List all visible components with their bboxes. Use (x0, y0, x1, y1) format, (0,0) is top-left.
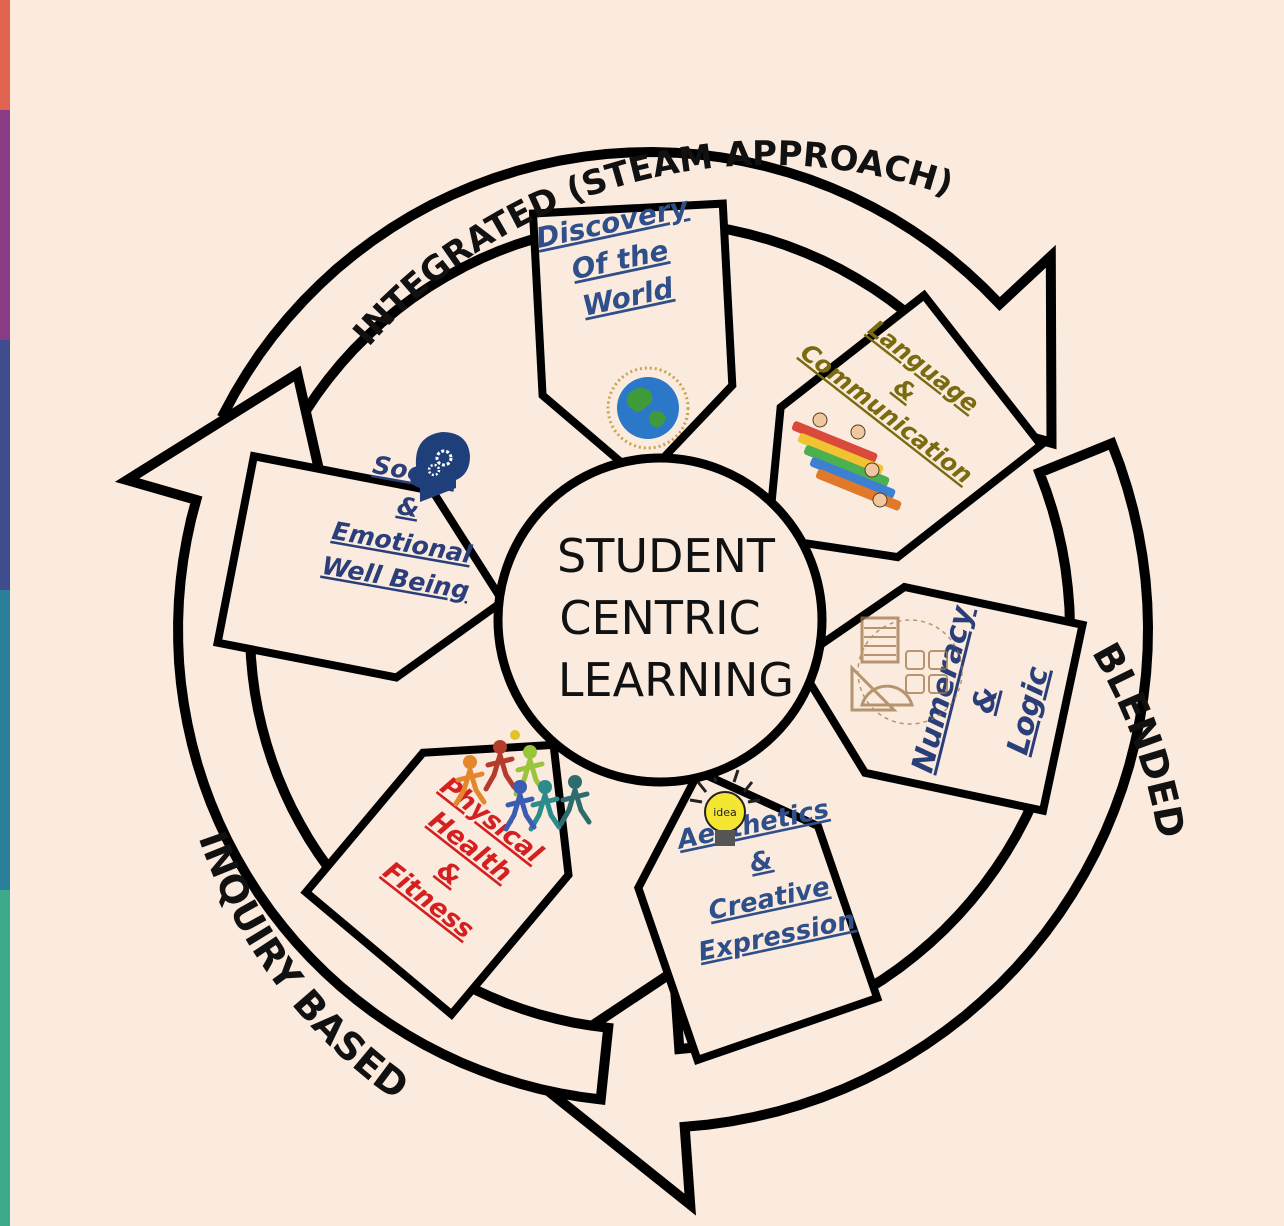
petal-shape (528, 199, 737, 486)
child-head (812, 412, 828, 428)
globe-icon (606, 366, 690, 450)
bulb-ray (732, 769, 740, 783)
strip-band (0, 0, 10, 110)
strip-band (0, 110, 10, 340)
petal-shape (300, 740, 573, 1020)
athlete-head (493, 740, 507, 754)
petal-numeracy: Numeracy&Logic (791, 582, 1088, 816)
petal-language: Language&Communication (763, 289, 1047, 562)
globe-land (626, 387, 666, 427)
math-symbol (905, 650, 925, 670)
athlete-head (538, 780, 552, 794)
book (797, 433, 884, 475)
petal-shape (633, 766, 883, 1066)
strip-band (0, 890, 10, 1226)
book (791, 421, 878, 463)
math-symbol (928, 650, 948, 670)
ball (510, 730, 520, 740)
children-books-icon (791, 412, 902, 511)
head-gears-icon (410, 432, 470, 502)
math-tools-icon (850, 616, 963, 725)
center-line-1: STUDENT (557, 529, 776, 583)
center-hub: STUDENT CENTRIC LEARNING (493, 453, 827, 787)
athlete-body (483, 752, 517, 792)
athlete-body (453, 767, 487, 807)
child-head (864, 462, 880, 478)
globe-sphere (617, 377, 679, 439)
bulb-ray (747, 798, 761, 804)
bulb-base (715, 830, 735, 846)
math-symbol (928, 674, 948, 694)
strip-band (0, 590, 10, 890)
center-circle (493, 453, 827, 787)
book (809, 457, 896, 499)
athlete-body (558, 787, 592, 827)
bulb-ray (742, 781, 754, 793)
globe-ring (606, 366, 690, 450)
protractor (860, 684, 914, 707)
bulb-ray (689, 798, 703, 804)
gear (427, 463, 441, 477)
dashed-ring (857, 619, 963, 725)
athlete-head (523, 745, 537, 759)
center-line-2: CENTRIC (559, 591, 760, 645)
child-head (850, 424, 866, 440)
gear (435, 449, 453, 467)
athlete-body (503, 792, 537, 832)
petal-social-line: & (395, 491, 422, 523)
lightbulb-idea-icon: idea (689, 769, 761, 846)
head-silhouette (410, 432, 470, 502)
athlete-head (463, 755, 477, 769)
strip-band (0, 340, 10, 590)
math-symbol (905, 674, 925, 694)
petal-shape (791, 582, 1088, 816)
bulb-ray (696, 781, 708, 793)
athletes-icon (453, 730, 592, 832)
idea-text: idea (713, 806, 737, 819)
petal-shape (763, 289, 1047, 562)
child-head (872, 492, 888, 508)
athlete-head (513, 780, 527, 794)
abacus (860, 616, 900, 664)
petal-shape (212, 451, 509, 682)
athlete-head (568, 775, 582, 789)
center-line-3: LEARNING (558, 653, 794, 707)
